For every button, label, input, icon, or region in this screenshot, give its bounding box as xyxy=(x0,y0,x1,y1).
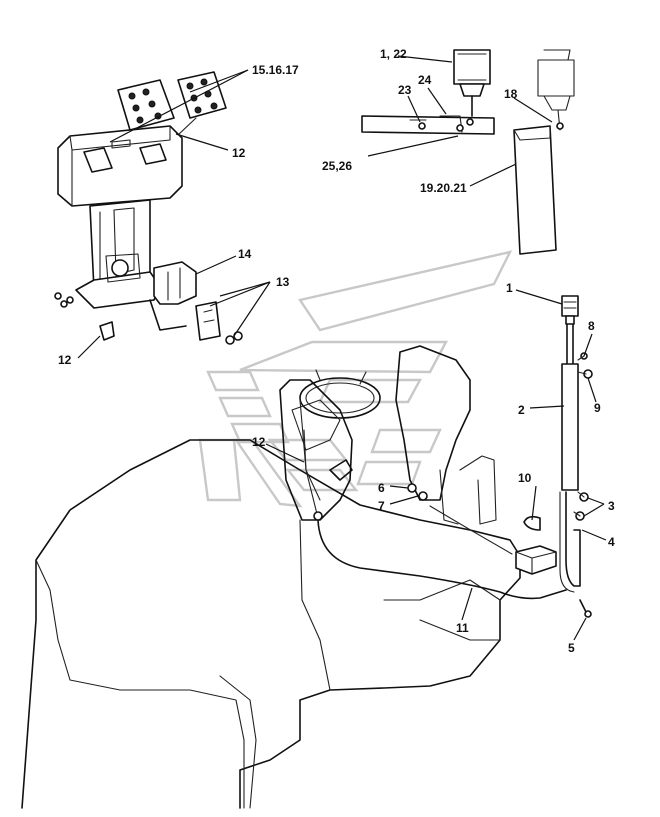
callout-25-26: 25,26 xyxy=(322,159,352,173)
callout-14: 14 xyxy=(238,247,252,261)
callout-10: 10 xyxy=(518,471,532,485)
callout-13: 13 xyxy=(276,275,290,289)
callout-19-20-21: 19.20.21 xyxy=(420,181,467,195)
callout-labels: 15.16.17 12 14 13 12 1, 22 24 23 18 25,2… xyxy=(58,47,615,655)
callout-15-16-17: 15.16.17 xyxy=(252,63,299,77)
callout-3: 3 xyxy=(608,499,615,513)
callout-12-cable: 12 xyxy=(252,435,266,449)
tractor-body xyxy=(21,345,521,809)
beacon-pole-assembly xyxy=(515,295,593,618)
callout-1: 1 xyxy=(506,281,513,295)
callout-2: 2 xyxy=(518,403,525,417)
callout-18: 18 xyxy=(504,87,518,101)
callout-9: 9 xyxy=(594,401,601,415)
pedal-box-assembly xyxy=(54,71,243,345)
callout-7: 7 xyxy=(378,499,385,513)
callout-4: 4 xyxy=(608,535,615,549)
beacon-mount-detail xyxy=(361,49,575,255)
callout-6: 6 xyxy=(378,481,385,495)
wiring-harness xyxy=(303,429,567,600)
callout-11: 11 xyxy=(456,621,469,635)
callout-1-22: 1, 22 xyxy=(380,47,407,61)
callout-8: 8 xyxy=(588,319,595,333)
callout-23: 23 xyxy=(398,83,412,97)
callout-12-switch: 12 xyxy=(58,353,72,367)
leader-lines xyxy=(77,55,607,641)
callout-24: 24 xyxy=(418,73,432,87)
callout-12-pedal: 12 xyxy=(232,146,246,160)
callout-5: 5 xyxy=(568,641,575,655)
